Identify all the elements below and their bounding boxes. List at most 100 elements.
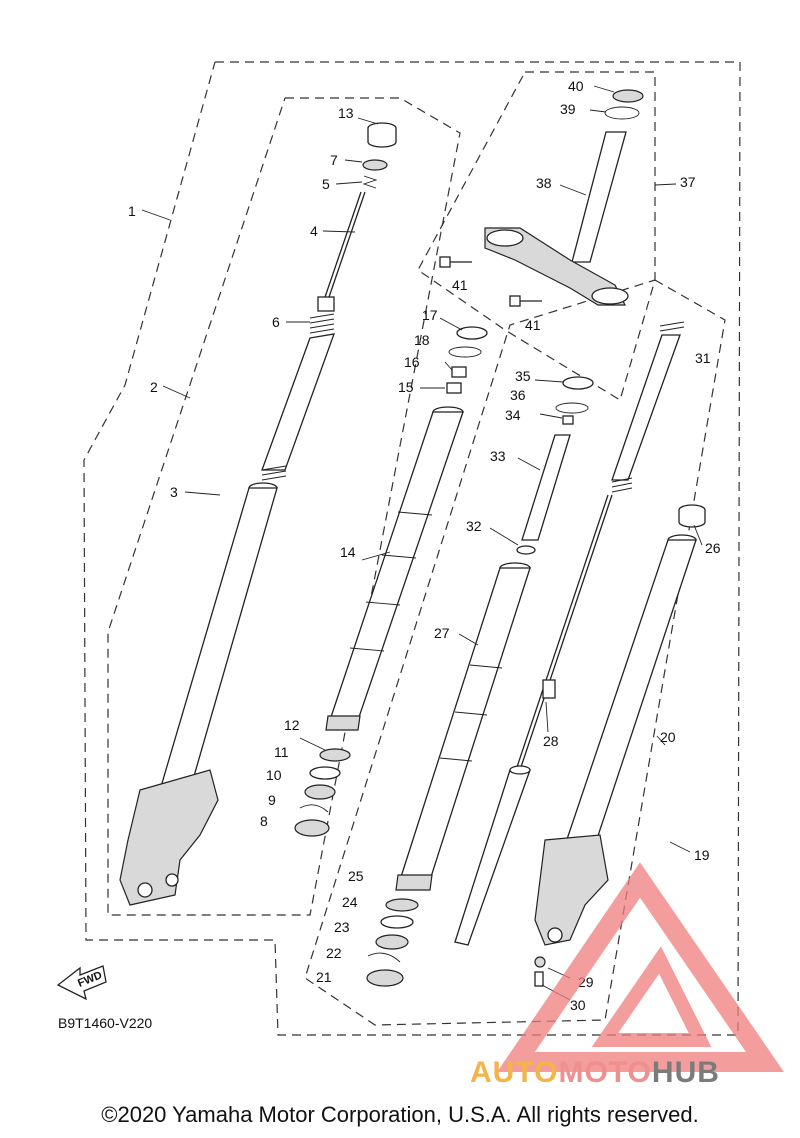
callout-36: 36 bbox=[510, 387, 526, 403]
callout-6: 6 bbox=[272, 314, 280, 330]
part-8 bbox=[294, 819, 330, 837]
diagram-code: B9T1460-V220 bbox=[58, 1015, 153, 1031]
part-6 bbox=[309, 313, 335, 334]
callout-16: 16 bbox=[404, 354, 420, 370]
watermark-part-3: HUB bbox=[651, 1056, 720, 1089]
callout-14: 14 bbox=[340, 544, 356, 560]
part-38 bbox=[571, 131, 627, 263]
boundary-2 bbox=[107, 97, 461, 916]
callout-11: 11 bbox=[274, 744, 289, 760]
callout-18: 18 bbox=[414, 332, 430, 348]
part-24 bbox=[380, 915, 414, 929]
damper-tube bbox=[454, 769, 531, 946]
callout-7: 7 bbox=[330, 152, 338, 168]
part-13-body bbox=[367, 128, 397, 148]
boundary-37 bbox=[417, 71, 656, 401]
callout-4: 4 bbox=[310, 223, 318, 239]
part-30 bbox=[534, 971, 544, 987]
assembly-boundaries bbox=[83, 61, 741, 1036]
watermark-text: AUTOMOTOHUB bbox=[470, 1056, 720, 1090]
part-17 bbox=[456, 326, 488, 340]
boundary-1 bbox=[83, 61, 741, 1036]
copyright-notice: ©2020 Yamaha Motor Corporation, U.S.A. A… bbox=[101, 1102, 699, 1127]
right-inner-assembly bbox=[395, 321, 685, 946]
part-5 bbox=[362, 175, 378, 189]
callout-8: 8 bbox=[260, 813, 268, 829]
callout-13: 13 bbox=[338, 105, 354, 121]
callout-21: 21 bbox=[316, 969, 332, 985]
callout-39: 39 bbox=[560, 101, 576, 117]
callout-38: 38 bbox=[536, 175, 552, 191]
callout-5: 5 bbox=[322, 176, 330, 192]
part-9 bbox=[299, 804, 329, 813]
part-3 bbox=[159, 487, 278, 791]
callout-27: 27 bbox=[434, 625, 450, 641]
part-18 bbox=[448, 346, 482, 358]
watermark-part-2: MOTO bbox=[558, 1056, 652, 1089]
damper-rod bbox=[261, 333, 335, 471]
callout-2: 2 bbox=[150, 379, 158, 395]
callout-35: 35 bbox=[515, 368, 531, 384]
part-22 bbox=[367, 952, 401, 963]
callout-20: 20 bbox=[660, 729, 676, 745]
callout-30: 30 bbox=[570, 997, 586, 1013]
part-12 bbox=[319, 748, 351, 762]
callout-37: 37 bbox=[680, 174, 696, 190]
part-34 bbox=[562, 415, 574, 425]
part-7 bbox=[362, 159, 388, 171]
right-outer-tube bbox=[534, 504, 706, 987]
part-21 bbox=[366, 969, 404, 987]
part-40 bbox=[612, 89, 644, 103]
callout-41-a: 41 bbox=[452, 277, 468, 293]
callout-40: 40 bbox=[568, 78, 584, 94]
steering-stem-assembly bbox=[439, 89, 644, 307]
callout-10: 10 bbox=[266, 767, 282, 783]
part-35 bbox=[562, 376, 594, 390]
part-15 bbox=[446, 382, 462, 394]
part-11 bbox=[309, 766, 341, 780]
center-outer-tube bbox=[325, 326, 488, 987]
callout-41-b: 41 bbox=[525, 317, 541, 333]
callout-1: 1 bbox=[128, 203, 136, 219]
left-fork-leg bbox=[119, 122, 397, 906]
part-23 bbox=[375, 934, 409, 950]
callout-22: 22 bbox=[326, 945, 342, 961]
part-29 bbox=[534, 956, 546, 968]
part-25 bbox=[385, 898, 419, 912]
callout-34: 34 bbox=[505, 407, 521, 423]
part-33 bbox=[521, 434, 571, 541]
callout-25: 25 bbox=[348, 868, 364, 884]
callout-31: 31 bbox=[695, 350, 711, 366]
callout-24: 24 bbox=[342, 894, 358, 910]
part-41-bolt-b bbox=[509, 295, 542, 307]
part-4 bbox=[327, 191, 366, 301]
part-32 bbox=[516, 545, 536, 555]
callout-28: 28 bbox=[543, 733, 559, 749]
part-31 bbox=[659, 321, 685, 332]
callout-3: 3 bbox=[170, 484, 178, 500]
part-36 bbox=[555, 402, 589, 414]
callout-26: 26 bbox=[705, 540, 721, 556]
fwd-arrow-icon: FWD bbox=[56, 965, 107, 1001]
part-16 bbox=[451, 366, 467, 378]
callout-9: 9 bbox=[268, 792, 276, 808]
part-14 bbox=[329, 411, 464, 721]
watermark-logo-icon bbox=[497, 862, 784, 1072]
callout-labels: 1 2 3 4 5 6 7 8 9 10 11 12 13 14 15 16 1… bbox=[128, 78, 721, 1013]
part-31-tube bbox=[611, 334, 681, 481]
part-10 bbox=[304, 784, 336, 800]
boundary-19 bbox=[304, 279, 726, 1026]
lower-bracket bbox=[484, 227, 626, 306]
callout-33: 33 bbox=[490, 448, 506, 464]
callout-23: 23 bbox=[334, 919, 350, 935]
callout-19: 19 bbox=[694, 847, 710, 863]
callout-17: 17 bbox=[422, 307, 438, 323]
part-28 bbox=[519, 494, 613, 771]
callout-12: 12 bbox=[284, 717, 300, 733]
callout-15: 15 bbox=[398, 379, 414, 395]
axle-bracket bbox=[534, 834, 609, 946]
callout-32: 32 bbox=[466, 518, 482, 534]
part-41-bolt-a bbox=[439, 256, 472, 268]
part-39 bbox=[604, 106, 640, 120]
